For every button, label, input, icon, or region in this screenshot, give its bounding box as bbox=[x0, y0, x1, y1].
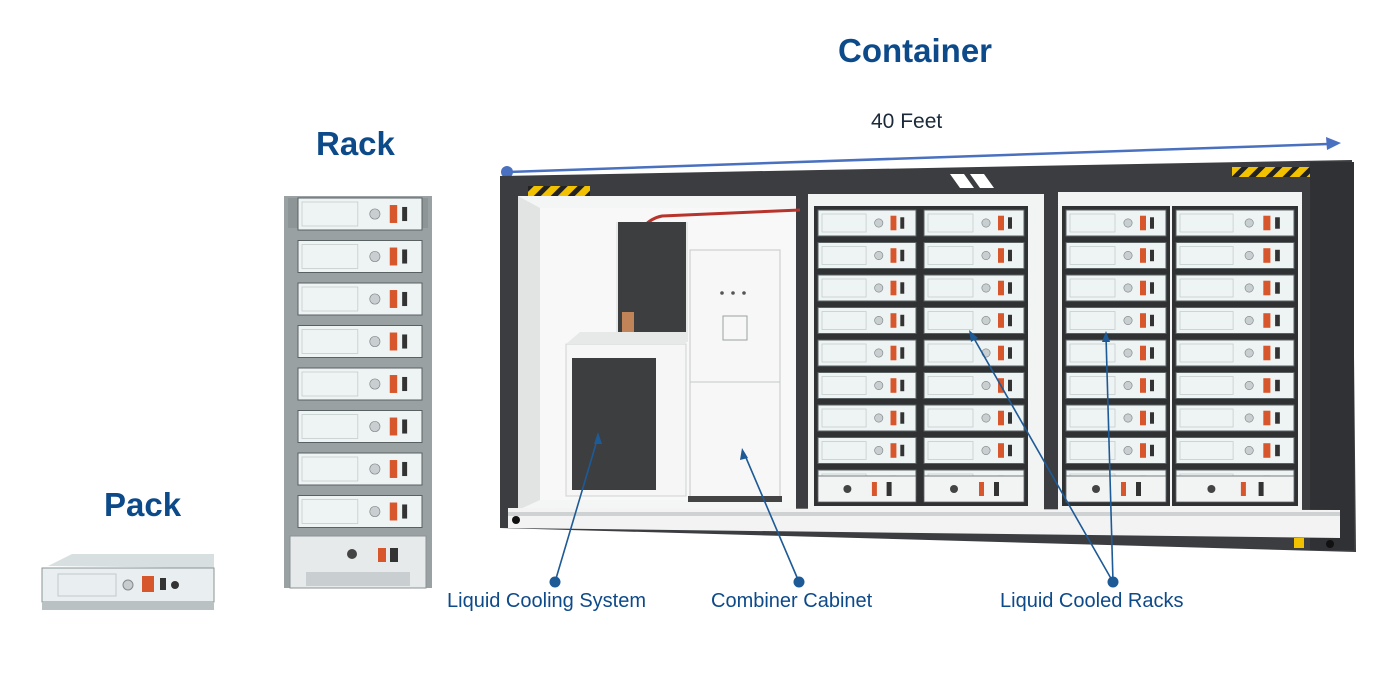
container-module bbox=[1175, 307, 1295, 334]
container-rack-column bbox=[1172, 206, 1298, 506]
container-module bbox=[923, 209, 1025, 237]
rack-module bbox=[297, 282, 423, 316]
dimension-arrow bbox=[501, 137, 1341, 178]
rack-base-unit bbox=[923, 475, 1025, 503]
container-module bbox=[817, 437, 917, 464]
container-module bbox=[1175, 339, 1295, 367]
container-module bbox=[817, 209, 917, 237]
container-module bbox=[1175, 404, 1295, 432]
battery-pack bbox=[41, 554, 215, 610]
rack-module bbox=[297, 410, 423, 443]
container-module bbox=[1175, 274, 1295, 302]
container-module bbox=[817, 339, 917, 367]
battery-rack bbox=[284, 196, 432, 589]
rack-module bbox=[297, 197, 423, 231]
rack-module bbox=[297, 240, 423, 273]
container-module bbox=[817, 307, 917, 334]
container-title: Container bbox=[838, 32, 993, 69]
rack-base-unit bbox=[817, 475, 917, 503]
rack-module bbox=[297, 452, 423, 486]
rack-module bbox=[297, 367, 423, 401]
container-module bbox=[1065, 307, 1167, 334]
container-module bbox=[923, 339, 1025, 367]
container-module bbox=[1065, 209, 1167, 237]
battery-container bbox=[500, 160, 1356, 552]
container-module bbox=[1065, 372, 1167, 399]
container-module bbox=[923, 274, 1025, 302]
container-module bbox=[1175, 437, 1295, 464]
rack-base-unit bbox=[1065, 475, 1167, 503]
container-module bbox=[817, 274, 917, 302]
container-rack-column bbox=[1062, 206, 1170, 506]
liquid-cooling-system-label: Liquid Cooling System bbox=[447, 590, 646, 612]
container-module bbox=[923, 437, 1025, 464]
container-module bbox=[817, 372, 917, 399]
rack-module bbox=[297, 325, 423, 358]
callout-liquid-cooling bbox=[549, 432, 602, 588]
container-module bbox=[1065, 404, 1167, 432]
container-module bbox=[1175, 242, 1295, 269]
rack-base-unit bbox=[1175, 475, 1295, 503]
container-module bbox=[1065, 274, 1167, 302]
container-module bbox=[1065, 339, 1167, 367]
container-module bbox=[923, 242, 1025, 269]
rack-module bbox=[297, 495, 423, 528]
container-module bbox=[923, 372, 1025, 399]
combiner-cabinet-label: Combiner Cabinet bbox=[711, 590, 873, 612]
container-module bbox=[817, 242, 917, 269]
pack-title: Pack bbox=[104, 486, 182, 523]
callout-combiner-cabinet bbox=[740, 448, 805, 588]
container-module bbox=[1065, 242, 1167, 269]
callout-liquid-cooled-racks bbox=[969, 330, 1119, 588]
container-module bbox=[1175, 209, 1295, 237]
container-module bbox=[1065, 437, 1167, 464]
container-module bbox=[817, 404, 917, 432]
container-module bbox=[923, 307, 1025, 334]
container-module bbox=[923, 404, 1025, 432]
liquid-cooled-racks-label: Liquid Cooled Racks bbox=[1000, 590, 1184, 612]
container-length-label: 40 Feet bbox=[871, 110, 943, 133]
rack-title: Rack bbox=[316, 125, 395, 162]
container-rack-column bbox=[920, 206, 1028, 506]
container-rack-column bbox=[814, 206, 920, 506]
container-module bbox=[1175, 372, 1295, 399]
